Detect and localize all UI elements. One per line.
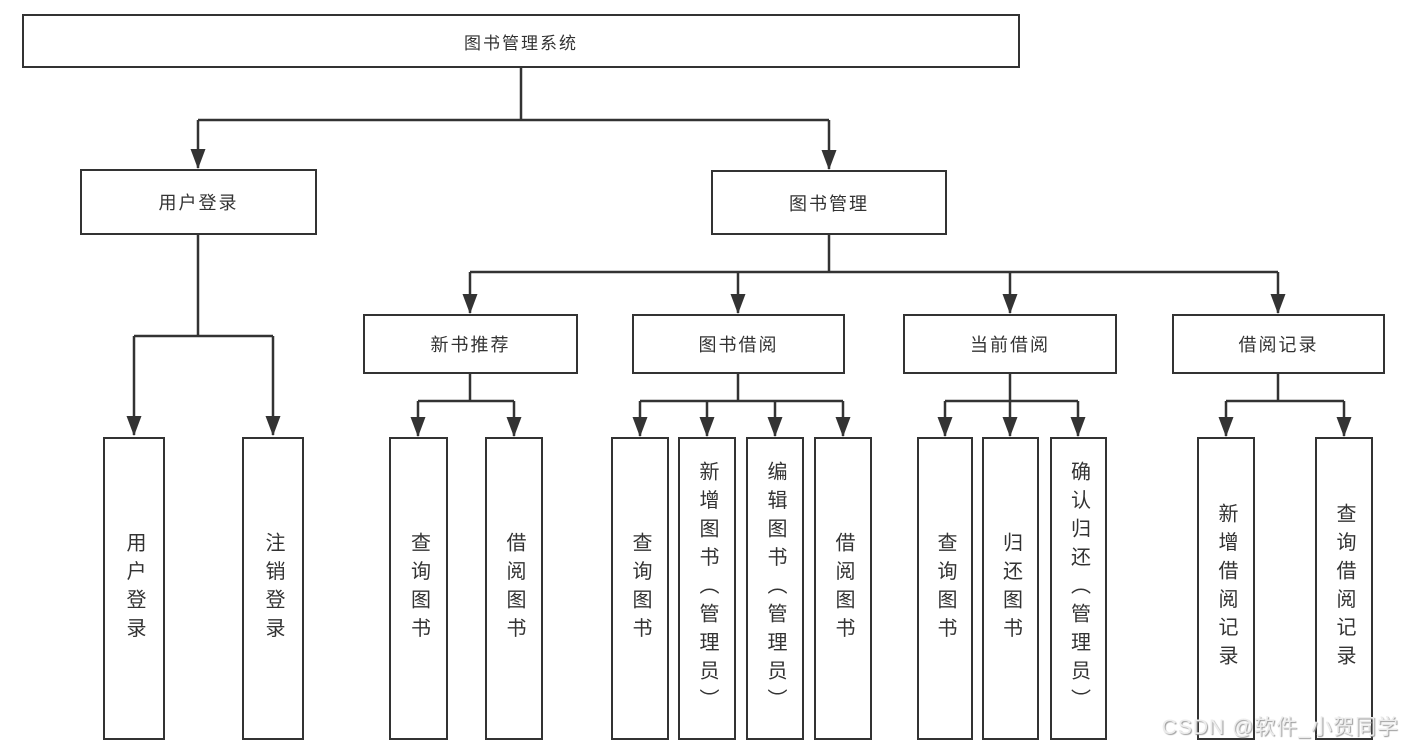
node-borrowing-records: 借阅记录	[1172, 314, 1385, 374]
leaf-label: 查询图书	[934, 531, 956, 646]
leaf-add-books-admin: 新增图书（管理员）	[678, 437, 736, 740]
leaf-label: 查询图书	[629, 531, 651, 646]
node-user-login: 用户登录	[80, 169, 317, 235]
leaf-borrow-books-recommend: 借阅图书	[485, 437, 543, 740]
node-label: 图书管理系统	[464, 33, 578, 53]
node-label: 新书推荐	[430, 335, 511, 355]
leaf-query-borrow-record: 查询借阅记录	[1315, 437, 1373, 740]
leaf-confirm-return-admin: 确认归还（管理员）	[1050, 437, 1107, 740]
node-book-management: 图书管理	[711, 170, 947, 235]
node-label: 借阅记录	[1238, 335, 1319, 355]
leaf-edit-books-admin: 编辑图书（管理员）	[746, 437, 804, 740]
leaf-label: 借阅图书	[832, 531, 854, 646]
leaf-add-borrow-record: 新增借阅记录	[1197, 437, 1255, 740]
node-label: 当前借阅	[970, 335, 1050, 355]
node-label: 用户登录	[158, 193, 239, 213]
leaf-label: 编辑图书（管理员）	[764, 460, 786, 717]
leaf-query-books-recommend: 查询图书	[389, 437, 448, 740]
leaf-query-books-borrowing: 查询图书	[611, 437, 669, 740]
leaf-return-books: 归还图书	[982, 437, 1039, 740]
leaf-label: 用户登录	[123, 531, 145, 646]
leaf-label: 归还图书	[999, 531, 1022, 646]
leaf-label: 注销登录	[262, 531, 284, 646]
leaf-label: 新增借阅记录	[1215, 503, 1237, 674]
node-current-borrowing: 当前借阅	[903, 314, 1117, 374]
node-book-borrowing: 图书借阅	[632, 314, 845, 374]
leaf-logout: 注销登录	[242, 437, 304, 740]
node-label: 图书管理	[789, 193, 869, 214]
leaf-label: 新增图书（管理员）	[696, 460, 718, 717]
leaf-label: 查询图书	[407, 531, 430, 646]
node-label: 图书借阅	[698, 335, 779, 355]
leaf-label: 查询借阅记录	[1333, 503, 1355, 674]
node-new-book-recommend: 新书推荐	[363, 314, 578, 374]
leaf-borrow-books: 借阅图书	[814, 437, 872, 740]
leaf-query-books-current: 查询图书	[917, 437, 973, 740]
leaf-label: 借阅图书	[503, 531, 525, 646]
node-library-management-system: 图书管理系统	[22, 14, 1020, 68]
leaf-user-login: 用户登录	[103, 437, 165, 740]
leaf-label: 确认归还（管理员）	[1067, 460, 1090, 717]
csdn-watermark: CSDN @软件_小贺同学	[1161, 716, 1399, 739]
